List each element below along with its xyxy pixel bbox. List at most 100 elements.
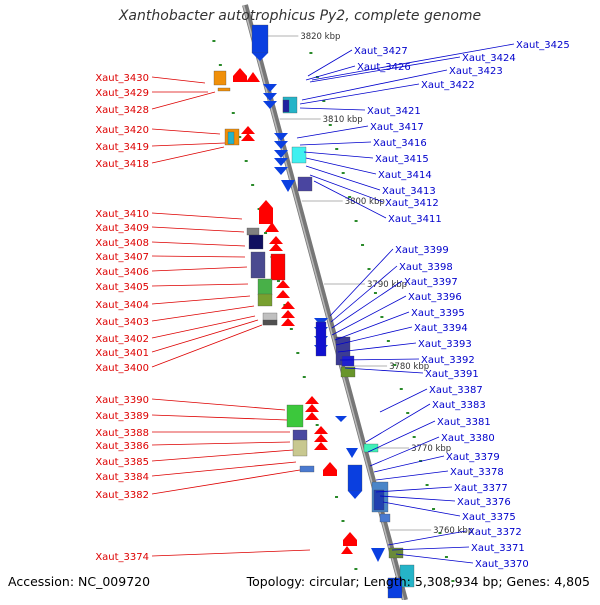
right-gene-label: Xaut_3394: [414, 323, 468, 334]
right-gene-label: Xaut_3372: [468, 527, 522, 538]
scale-label: 3760 kbp: [433, 526, 473, 536]
gene-arrow-reverse: [263, 93, 277, 101]
gene-block: [227, 131, 235, 145]
gene-arrow-reverse: [263, 84, 277, 92]
left-gene-label: Xaut_3405: [95, 282, 149, 293]
left-gene-leader: [151, 324, 263, 368]
gene-arrow-forward: [343, 532, 357, 546]
guide-tick-right: [425, 484, 429, 486]
gene-arrow-forward: [281, 301, 295, 309]
gene-block: [373, 489, 385, 511]
right-gene-leader: [296, 125, 369, 139]
guide-tick-right: [412, 436, 416, 438]
right-gene-label: Xaut_3391: [425, 369, 479, 380]
guide-tick-right: [451, 580, 455, 582]
left-gene-leader: [151, 76, 206, 84]
right-gene-leader: [337, 342, 417, 353]
right-gene-leader: [303, 151, 374, 159]
right-gene-label: Xaut_3411: [388, 214, 442, 225]
gene-arrow-forward: [314, 442, 328, 450]
right-gene-leader: [301, 69, 448, 101]
right-gene-leader: [395, 553, 474, 564]
left-gene-leader: [151, 295, 251, 305]
right-gene-leader: [299, 83, 420, 105]
guide-tick-left: [276, 280, 280, 282]
scale-label: 3790 kbp: [367, 280, 407, 290]
left-gene-label: Xaut_3400: [95, 363, 149, 374]
left-gene-leader: [151, 128, 221, 135]
gene-block: [270, 253, 286, 281]
right-gene-label: Xaut_3421: [367, 106, 421, 117]
map-title: Xanthobacter autotrophicus Py2, complete…: [118, 8, 482, 24]
right-gene-leader: [305, 157, 377, 175]
guide-tick-right: [367, 268, 371, 270]
gene-block: [363, 443, 379, 453]
gene-arrow-forward: [305, 404, 319, 412]
left-gene-label: Xaut_3406: [95, 267, 149, 278]
gene-arrow-forward: [265, 222, 279, 232]
gene-arrow-reverse: [274, 150, 288, 158]
gene-block: [257, 278, 273, 296]
left-gene-label: Xaut_3418: [95, 159, 149, 170]
left-gene-leader: [151, 266, 248, 272]
guide-tick-left: [315, 424, 319, 426]
left-gene-label: Xaut_3409: [95, 223, 149, 234]
right-gene-leader: [305, 165, 381, 191]
guide-tick-left: [289, 328, 293, 330]
gene-arrow-forward: [281, 310, 295, 318]
gene-arrow-reverse: [335, 416, 347, 422]
gene-arrow-forward: [314, 434, 328, 442]
guide-tick-right: [322, 100, 326, 102]
right-gene-label: Xaut_3387: [429, 385, 483, 396]
left-gene-leader: [151, 441, 291, 446]
gene-arrow-reverse: [348, 491, 362, 499]
left-gene-leader: [151, 315, 256, 339]
right-gene-label: Xaut_3425: [516, 40, 570, 51]
right-gene-label: Xaut_3378: [450, 467, 504, 478]
right-gene-label: Xaut_3397: [404, 277, 458, 288]
gene-block: [213, 70, 227, 86]
gene-block: [387, 577, 403, 599]
guide-tick-left: [251, 184, 255, 186]
gene-arrow-reverse: [281, 180, 295, 192]
gene-arrow-forward: [246, 72, 260, 82]
accession-label: Accession: NC_009720: [8, 574, 151, 589]
guide-tick-right: [438, 532, 442, 534]
right-gene-leader: [379, 495, 456, 502]
left-gene-leader: [151, 461, 297, 477]
right-gene-leader: [299, 141, 372, 146]
right-gene-label: Xaut_3423: [449, 66, 503, 77]
guide-tick-right: [393, 364, 397, 366]
guide-tick-right: [444, 556, 448, 558]
right-gene-leader: [375, 486, 453, 493]
right-gene-label: Xaut_3415: [375, 154, 429, 165]
guide-tick-left: [218, 64, 222, 66]
gene-arrow-forward: [305, 412, 319, 420]
right-gene-label: Xaut_3376: [457, 497, 511, 508]
left-gene-leader: [151, 398, 286, 411]
gene-block: [250, 251, 266, 279]
gene-block: [399, 564, 415, 588]
left-gene-leader: [151, 469, 301, 495]
right-gene-label: Xaut_3422: [421, 80, 475, 91]
left-gene-leader: [151, 305, 255, 322]
right-gene-leader: [309, 56, 461, 83]
gene-arrow-reverse: [274, 133, 288, 141]
left-gene-label: Xaut_3419: [95, 142, 149, 153]
guide-tick-right: [406, 412, 410, 414]
left-gene-label: Xaut_3390: [95, 395, 149, 406]
left-gene-label: Xaut_3407: [95, 252, 149, 263]
guide-tick-left: [238, 136, 242, 138]
gene-arrow-reverse: [274, 167, 288, 175]
left-gene-leader: [151, 319, 259, 353]
guide-tick-right: [380, 316, 384, 318]
left-gene-label: Xaut_3403: [95, 317, 149, 328]
gene-block: [292, 439, 308, 457]
right-gene-leader: [375, 470, 449, 481]
left-gene-leader: [151, 226, 245, 233]
guide-tick-left: [302, 376, 306, 378]
right-gene-leader: [307, 49, 353, 77]
right-gene-leader: [334, 311, 410, 341]
right-gene-label: Xaut_3413: [382, 186, 436, 197]
